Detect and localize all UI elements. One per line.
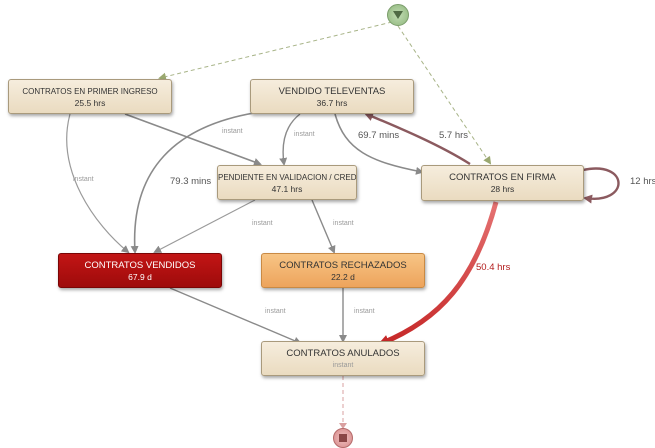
start-triangle-icon — [393, 11, 403, 19]
edge-validacion-to-rechazados — [311, 199, 336, 254]
edge-label: instant — [333, 220, 354, 227]
node-contratos-vendidos[interactable]: CONTRATOS VENDIDOS 67.9 d — [58, 253, 222, 288]
edge-firma-self — [582, 167, 620, 204]
edge-vendidos-to-anulados — [169, 287, 302, 345]
start-node[interactable] — [387, 4, 409, 26]
node-duration: 47.1 hrs — [271, 184, 303, 194]
edge-label: instant — [265, 308, 286, 315]
node-duration: 28 hrs — [490, 184, 515, 194]
edge-label: 69.7 mins — [358, 130, 400, 141]
node-title: CONTRATOS EN FIRMA — [449, 172, 556, 183]
edge-label: instant — [252, 220, 273, 227]
edge-validacion-to-vendidos — [153, 199, 256, 253]
edge-start-to-primer — [158, 21, 393, 81]
node-title: CONTRATOS ANULADOS — [286, 348, 400, 359]
edge-tele-to-firma — [334, 113, 424, 175]
edge-primer-to-vendidos — [66, 113, 130, 254]
edge-label: instant — [222, 128, 243, 135]
node-pendiente-validacion[interactable]: PENDIENTE EN VALIDACION / CRED 47.1 hrs — [217, 165, 357, 200]
node-title: CONTRATOS RECHAZADOS — [279, 260, 407, 271]
node-duration: 36.7 hrs — [316, 98, 348, 108]
node-duration: instant — [332, 362, 354, 369]
end-arrowhead — [339, 423, 347, 429]
edge-label: instant — [73, 176, 94, 183]
node-title: PENDIENTE EN VALIDACION / CRED — [218, 173, 357, 182]
node-vendido-televentas[interactable]: VENDIDO TELEVENTAS 36.7 hrs — [250, 79, 414, 114]
node-duration: 22.2 d — [331, 272, 355, 282]
edge-primer-to-validacion — [124, 113, 262, 166]
edge-firma-to-tele — [364, 112, 471, 166]
edge-label: 12 hrs — [630, 176, 655, 187]
node-duration: 25.5 hrs — [74, 98, 106, 108]
edge-label: instant — [294, 131, 315, 138]
node-duration: 67.9 d — [128, 272, 152, 282]
node-title: CONTRATOS VENDIDOS — [84, 260, 196, 271]
end-square-icon — [339, 434, 347, 442]
edge-label: instant — [354, 308, 375, 315]
edge-tele-to-validacion — [279, 113, 301, 166]
edge-firma-to-anulados — [377, 201, 499, 347]
node-contratos-en-firma[interactable]: CONTRATOS EN FIRMA 28 hrs — [421, 165, 584, 201]
end-node[interactable] — [333, 428, 353, 448]
node-title: VENDIDO TELEVENTAS — [278, 86, 386, 97]
node-contratos-rechazados[interactable]: CONTRATOS RECHAZADOS 22.2 d — [261, 253, 425, 288]
node-contratos-anulados[interactable]: CONTRATOS ANULADOS instant — [261, 341, 425, 376]
edge-label: 5.7 hrs — [439, 130, 469, 141]
edge-tele-to-vendidos — [130, 111, 261, 254]
node-contratos-primer-ingreso[interactable]: CONTRATOS EN PRIMER INGRESO 25.5 hrs — [8, 79, 172, 114]
edge-label: 50.4 hrs — [476, 262, 511, 273]
node-title: CONTRATOS EN PRIMER INGRESO — [22, 87, 158, 96]
edge-label: 79.3 mins — [170, 176, 212, 187]
